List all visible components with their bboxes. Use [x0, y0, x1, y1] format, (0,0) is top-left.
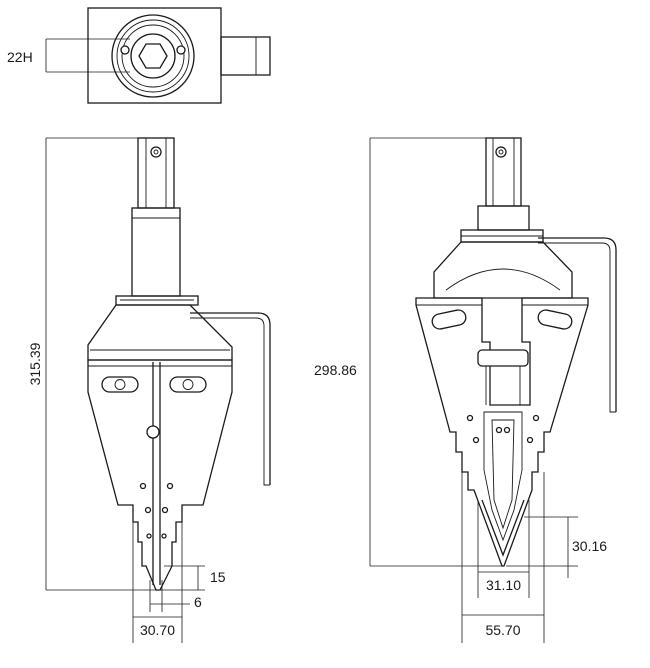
- right-jaw-plates: [415, 297, 589, 567]
- right-oval-slot-2: [537, 309, 573, 330]
- top-view-side-arm: [220, 36, 271, 76]
- left-jaw-plate: [87, 359, 233, 591]
- dim-tip-width: 6: [194, 594, 202, 610]
- top-view: 22H: [7, 7, 271, 104]
- left-oval-slot-1: [101, 376, 139, 393]
- dim-right-height: 298.86: [314, 362, 357, 378]
- right-collar: [477, 205, 530, 231]
- left-oval-slot-2: [169, 376, 207, 393]
- left-collar: [131, 207, 181, 297]
- right-dome: [433, 241, 573, 299]
- dim-left-jaw-width: 30.70: [140, 622, 175, 638]
- dim-right-tip-length: 30.16: [572, 538, 607, 554]
- top-view-outer-ring: [111, 14, 195, 98]
- right-dimensions: 298.86 30.16 31.10 55.70: [314, 137, 607, 643]
- dim-hex-size: 22H: [7, 49, 33, 65]
- left-side-view: [87, 137, 271, 591]
- right-side-view: [415, 137, 617, 567]
- right-center-insert: [477, 349, 529, 367]
- dim-tip-length: 15: [210, 569, 226, 585]
- left-bracket-wire: [190, 312, 271, 485]
- right-oval-slot-1: [431, 309, 467, 330]
- left-dimensions: 315.39 15 6 30.70: [27, 137, 226, 643]
- hex-socket: [138, 43, 168, 69]
- right-bracket-wire: [538, 237, 617, 412]
- dim-right-jaw-width: 55.70: [485, 622, 520, 638]
- dim-left-height: 315.39: [27, 342, 43, 385]
- top-view-body: [87, 7, 222, 104]
- dim-right-opening: 31.10: [486, 577, 521, 593]
